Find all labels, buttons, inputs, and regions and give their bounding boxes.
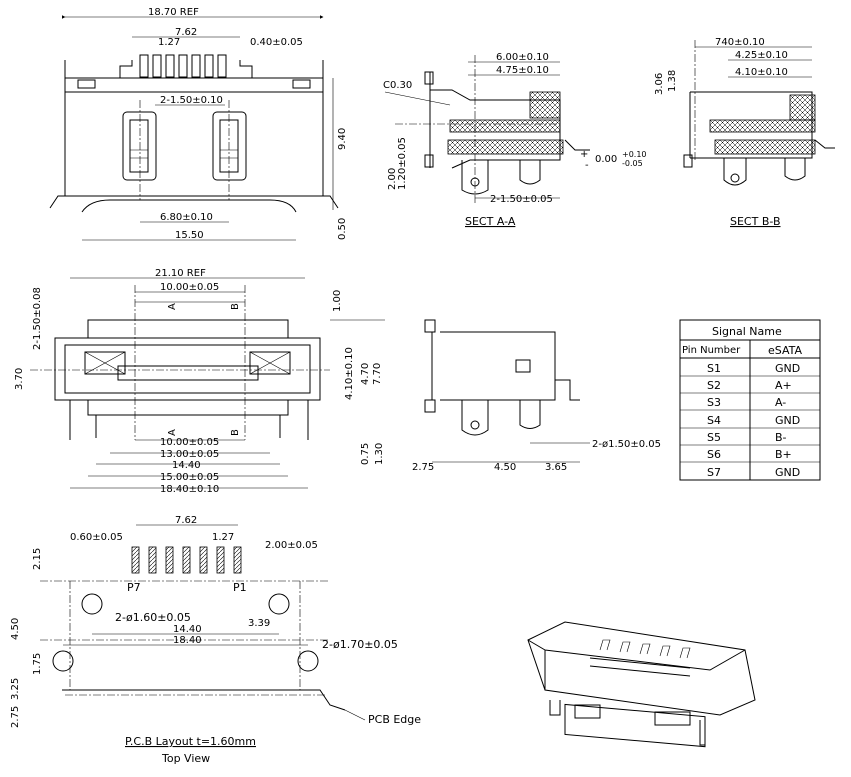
- section-aa-title: SECT A-A: [465, 215, 516, 228]
- dim-aa-flat-tol-plus: +0.10: [622, 150, 647, 159]
- dim-front-slot: 2-1.50±0.10: [160, 95, 223, 106]
- dim-side-d3: 3.65: [545, 462, 567, 473]
- dim-pcb-v1: 4.50: [10, 618, 21, 640]
- dim-pcb-pitch: 1.27: [212, 532, 234, 543]
- pcb-layout: 0.60±0.05 7.62 1.27 2.00±0.05 2.15 P7 P1…: [10, 515, 421, 765]
- dim-bb-h1: 3.06: [654, 73, 665, 95]
- pcb-pin-right: P1: [233, 581, 247, 594]
- signal-row-pin: S2: [707, 379, 721, 392]
- dim-top-right-b: 4.10±0.10: [344, 347, 355, 400]
- dim-front-pitch: 1.27: [158, 37, 180, 48]
- pcb-edge-label: PCB Edge: [368, 713, 421, 726]
- signal-row-name: GND: [775, 362, 800, 375]
- sec-b-top: B: [230, 303, 241, 310]
- dim-aa-flat-tol-minus: -0.05: [622, 159, 643, 168]
- dim-pcb-pad-w: 0.60±0.05: [70, 532, 123, 543]
- dim-pcb-pitch-total: 7.62: [175, 515, 197, 526]
- signal-header-esata: eSATA: [768, 344, 802, 357]
- dim-aa-h2: 2.00: [387, 168, 398, 190]
- dim-aa-h1: 1.20±0.05: [397, 137, 408, 190]
- dim-top-15: 15.00±0.05: [160, 472, 219, 483]
- dim-aa-chamfer: C0.30: [383, 80, 412, 91]
- dim-top-ref: 21.10 REF: [155, 268, 206, 279]
- dim-bb-d2: 4.25±0.10: [735, 50, 788, 61]
- dim-pcb-v4: 2.75: [10, 706, 21, 728]
- dim-top-right-d: 7.70: [372, 363, 383, 385]
- signal-row-pin: S3: [707, 396, 721, 409]
- signal-row-pin: S7: [707, 466, 721, 479]
- dim-front-foot: 0.50: [337, 218, 348, 240]
- dim-aa-plus: +: [580, 149, 588, 160]
- dim-top-13: 13.00±0.05: [160, 449, 219, 460]
- dim-front-pitch-total: 7.62: [175, 27, 197, 38]
- sec-a-bottom: A: [167, 429, 178, 436]
- dim-top-left-small: 2-1.50±0.08: [32, 287, 43, 350]
- dim-top-right-a: 1.00: [332, 290, 343, 312]
- dim-pcb-pad-len: 2.00±0.05: [265, 540, 318, 551]
- dim-top-14: 14.40: [172, 460, 201, 471]
- pcb-pin-left: P7: [127, 581, 141, 594]
- dim-aa-peg: 2-1.50±0.05: [490, 194, 553, 205]
- dim-side-peg: 2-ø1.50±0.05: [592, 439, 661, 450]
- connector-3d-illustration: [527, 621, 756, 748]
- signal-row-name: GND: [775, 414, 800, 427]
- dim-aa-d1: 6.00±0.10: [496, 52, 549, 63]
- signal-row-name: B-: [775, 431, 787, 444]
- top-view: 21.10 REF 10.00±0.05 A B A B 10.00±0.05 …: [14, 268, 385, 495]
- dim-pcb-h-top: 2.15: [32, 548, 43, 570]
- dim-aa-flat: 0.00: [595, 154, 617, 165]
- signal-row-name: B+: [775, 448, 792, 461]
- signal-row-name: A-: [775, 396, 786, 409]
- dim-side-d1: 2.75: [412, 462, 434, 473]
- dim-front-pin-width: 0.40±0.05: [250, 37, 303, 48]
- dim-pcb-offset: 3.39: [248, 618, 270, 629]
- dim-pcb-hole-small: 2-ø1.60±0.05: [115, 611, 191, 624]
- dim-top-span: 10.00±0.05: [160, 282, 219, 293]
- dim-aa-minus: -: [585, 160, 589, 171]
- signal-header-pin: Pin Number: [682, 345, 741, 356]
- dim-top-right-e: 0.75: [360, 443, 371, 465]
- sec-a-top: A: [167, 303, 178, 310]
- sec-b-bottom: B: [230, 429, 241, 436]
- signal-table: Signal Name Pin Number eSATA S1 GND S2 A…: [679, 319, 821, 481]
- dim-front-ref-width: 18.70 REF: [148, 7, 199, 18]
- dim-pcb-span-large: 18.40: [173, 635, 202, 646]
- dim-pcb-hole-large: 2-ø1.70±0.05: [322, 638, 398, 651]
- dim-pcb-span-small: 14.40: [173, 624, 202, 635]
- dim-top-right-f: 1.30: [374, 443, 385, 465]
- dim-bb-d3: 4.10±0.10: [735, 67, 788, 78]
- signal-row-name: A+: [775, 379, 792, 392]
- signal-row-pin: S1: [707, 362, 721, 375]
- dim-front-base-width: 15.50: [175, 230, 204, 241]
- dim-top-left-h: 3.70: [14, 368, 25, 390]
- dim-pcb-v3: 3.25: [10, 678, 21, 700]
- signal-row-pin: S6: [707, 448, 721, 461]
- dim-top-bottom-span: 10.00±0.05: [160, 437, 219, 448]
- section-bb-title: SECT B-B: [730, 215, 781, 228]
- side-view: 2-ø1.50±0.05 2.75 4.50 3.65: [412, 319, 661, 473]
- signal-row-pin: S4: [707, 414, 721, 427]
- signal-table-title: Signal Name: [712, 325, 782, 338]
- dim-side-d2: 4.50: [494, 462, 516, 473]
- dim-aa-d2: 4.75±0.10: [496, 65, 549, 76]
- dim-top-right-c: 4.70: [360, 363, 371, 385]
- section-b-b: 740±0.10 4.25±0.10 4.10±0.10 3.06 1.38 S…: [654, 37, 835, 228]
- pcb-layout-title: P.C.B Layout t=1.60mm: [125, 735, 256, 748]
- dim-front-slot-span: 6.80±0.10: [160, 212, 213, 223]
- front-pins: [119, 54, 253, 78]
- signal-row-pin: S5: [707, 431, 721, 444]
- dim-bb-d1: 740±0.10: [715, 37, 765, 48]
- front-view: 18.70 REF 7.62 1.27 0.40±0.05 2-1.50±0.1…: [49, 7, 348, 241]
- dim-pcb-v2: 1.75: [32, 653, 43, 675]
- pcb-layout-subtitle: Top View: [161, 752, 210, 765]
- dim-front-height: 9.40: [337, 128, 348, 150]
- dim-bb-h2: 1.38: [667, 70, 678, 92]
- signal-row-name: GND: [775, 466, 800, 479]
- dim-top-18: 18.40±0.10: [160, 484, 219, 495]
- section-a-a: 6.00±0.10 4.75±0.10 C0.30 1.20±0.05 2.00…: [383, 52, 647, 228]
